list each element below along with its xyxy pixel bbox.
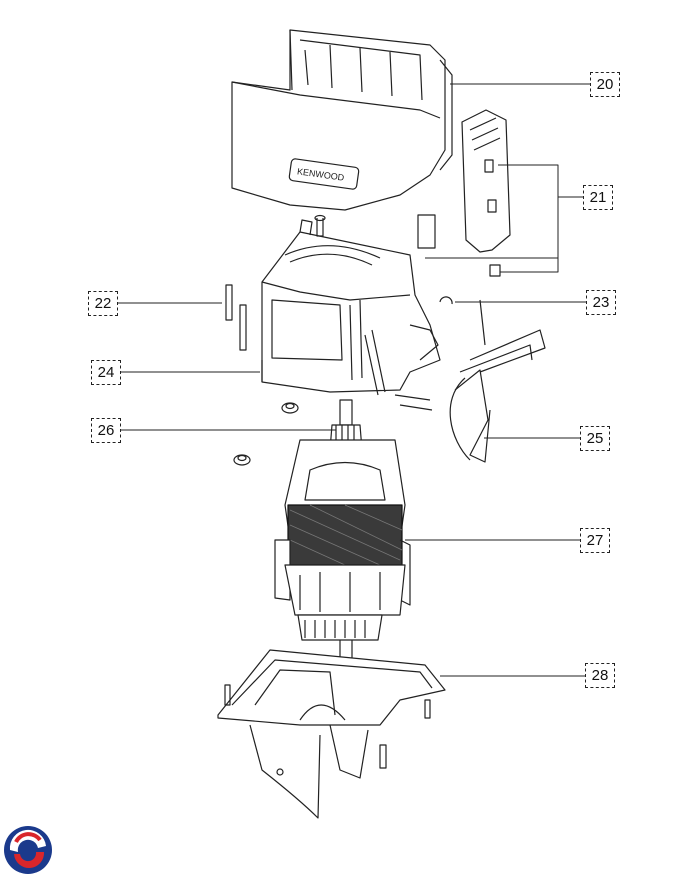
part-25-wire-harness	[394, 299, 546, 463]
part-23-clip	[439, 296, 453, 305]
part-21-switch-panel	[417, 109, 511, 277]
callout-28: 28	[585, 663, 615, 688]
company-logo-icon	[4, 826, 52, 874]
callout-25: 25	[580, 426, 610, 451]
callout-23: 23	[586, 290, 616, 315]
part-28-base	[217, 649, 446, 819]
leader-lines	[118, 83, 590, 677]
callout-20: 20	[590, 72, 620, 97]
callout-26: 26	[91, 418, 121, 443]
part-20-upper-cover: KENWOOD	[231, 29, 453, 211]
leader-21	[425, 164, 583, 273]
grommets	[233, 402, 299, 466]
part-27-motor	[274, 439, 411, 700]
callout-21: 21	[583, 185, 613, 210]
callout-22: 22	[88, 291, 118, 316]
callout-27: 27	[580, 528, 610, 553]
part-24-motor-frame	[261, 219, 441, 396]
callout-24: 24	[91, 360, 121, 385]
part-22-screws	[225, 214, 326, 351]
